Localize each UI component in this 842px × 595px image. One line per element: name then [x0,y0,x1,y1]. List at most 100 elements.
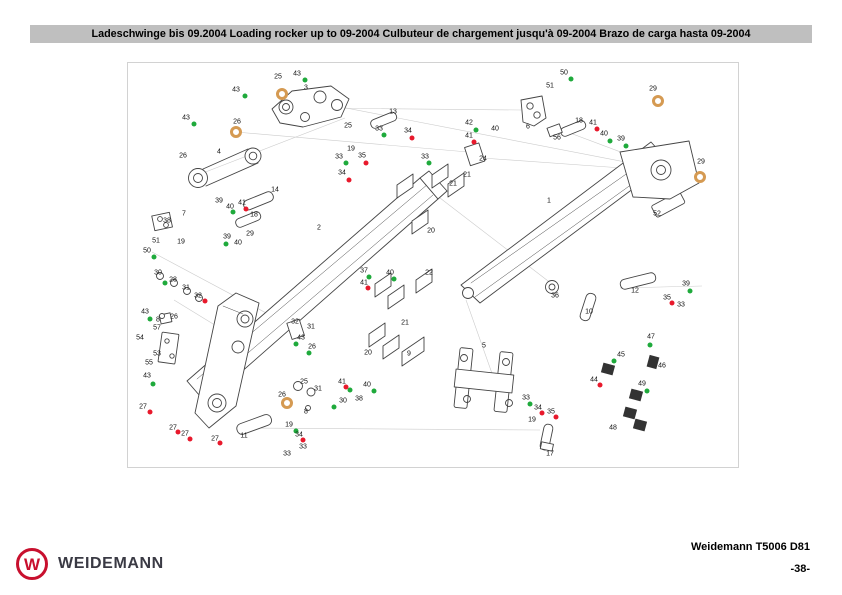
brand-logo: W WEIDEMANN [16,548,164,580]
brand-name: WEIDEMANN [58,555,164,572]
screw-marker [331,404,337,410]
logo-letter: W [23,554,41,574]
part-callout: 19 [528,416,536,424]
part-callout: 25 [274,73,282,81]
washer-marker [553,414,559,420]
part-callout: 9 [407,350,411,358]
washer-marker [175,429,181,435]
part-callout: 20 [364,349,372,357]
washer-marker [597,382,603,388]
part-callout: 43 [293,70,301,78]
screw-marker [527,401,533,407]
part-callout: 26 [170,313,178,321]
part-callout: 27 [211,435,219,443]
part-callout: 25 [300,378,308,386]
bracket-part-7 [151,211,173,232]
part-callout: 32 [194,292,202,300]
screw-marker [230,209,236,215]
part-callout: 50 [560,69,568,77]
part-callout: 11 [240,432,248,440]
part-callout: 26 [308,343,316,351]
page-title: Ladeschwinge bis 09.2004 Loading rocker … [91,28,751,40]
screw-marker [306,350,312,356]
part-callout: 50 [143,247,151,255]
screw-marker [162,280,168,286]
screw-marker [426,160,432,166]
part-callout: 19 [177,238,185,246]
part-callout: 21 [463,171,471,179]
washer-marker [147,409,153,415]
screw-marker [391,276,397,282]
screw-marker [568,76,574,82]
clamp-blocks [600,354,660,432]
screw-marker [150,381,156,387]
screw-marker [343,160,349,166]
part-callout: 30 [154,269,162,277]
part-callout: 49 [638,380,646,388]
part-callout: 43 [297,334,305,342]
small-rings [156,272,316,411]
part-callout: 6 [526,123,530,131]
part-callout: 40 [226,203,234,211]
part-callout: 21 [449,180,457,188]
washer-marker [669,300,675,306]
screw-marker [293,341,299,347]
part-callout: 27 [169,424,177,432]
part-callout: 31 [314,385,322,393]
shim-plates [368,163,465,367]
part-callout: 1 [547,197,551,205]
screw-marker [223,241,229,247]
part-callout: 41 [465,132,473,140]
part-callout: 34 [338,169,346,177]
part-callout: 32 [291,318,299,326]
part-callout: 33 [283,450,291,458]
part-callout: 33 [375,125,383,133]
part-callout: 3 [304,84,308,92]
part-callout: 19 [347,145,355,153]
part-callout: 21 [401,319,409,327]
part-shapes [151,85,700,452]
part-callout: 31 [307,323,315,331]
washer-marker [217,440,223,446]
bushing-marker [230,126,242,138]
part-callout: 39 [223,233,231,241]
part-callout: 35 [547,408,555,416]
bushing-marker [652,95,664,107]
washer-marker [300,437,306,443]
part-callout: 46 [658,362,666,370]
pins [235,111,657,452]
part-callout: 27 [139,403,147,411]
part-callout: 38 [355,395,363,403]
washer-marker [594,126,600,132]
part-callout: 37 [360,267,368,275]
part-callout: 31 [182,284,190,292]
screw-marker [381,132,387,138]
part-callout: 13 [389,108,397,116]
part-callout: 8 [304,408,308,416]
screw-marker [347,387,353,393]
part-callout: 40 [386,269,394,277]
screw-marker [242,93,248,99]
screw-marker [611,358,617,364]
part-callout: 44 [590,376,598,384]
part-callout: 38 [163,217,171,225]
screw-marker [473,127,479,133]
part-callout: 40 [234,239,242,247]
screw-marker [151,254,157,260]
part-callout: 33 [299,443,307,451]
part-callout: 39 [682,280,690,288]
page-header: Ladeschwinge bis 09.2004 Loading rocker … [30,25,812,43]
part-callout: 48 [609,424,617,432]
part-callout: 22 [425,269,433,277]
screw-marker [293,428,299,434]
part-callout: 28 [169,276,177,284]
part-callout: 33 [522,394,530,402]
part-callout: 36 [551,292,559,300]
part-callout: 33 [421,153,429,161]
part-callout: 34 [295,431,303,439]
part-callout: 40 [600,130,608,138]
bushing-marker [694,171,706,183]
washer-marker [365,285,371,291]
part-callout: 45 [617,351,625,359]
